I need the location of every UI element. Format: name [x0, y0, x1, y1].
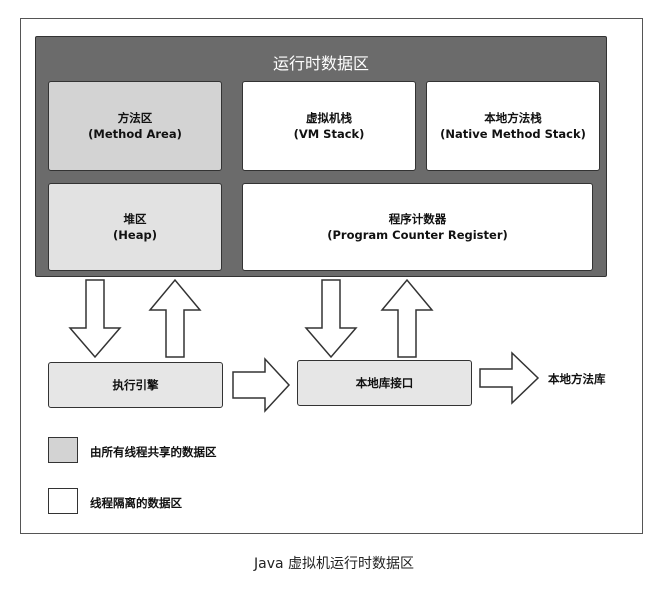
- program-counter-register-box: 程序计数器 (Program Counter Register): [242, 183, 593, 271]
- legend-shared-label: 由所有线程共享的数据区: [90, 445, 217, 459]
- native-library-label: 本地方法库: [548, 372, 606, 386]
- heap-english: (Heap): [113, 228, 157, 242]
- method-area-box: 方法区 (Method Area): [48, 81, 222, 171]
- legend-isolated-swatch: [48, 488, 78, 514]
- program-counter-register-name: 程序计数器: [388, 212, 447, 226]
- method-area-english: (Method Area): [88, 127, 182, 141]
- native-method-stack-english: (Native Method Stack): [440, 127, 586, 141]
- vm-stack-box: 虚拟机栈 (VM Stack): [242, 81, 416, 171]
- legend-shared-swatch: [48, 437, 78, 463]
- program-counter-register-english: (Program Counter Register): [327, 228, 508, 242]
- heap-name: 堆区: [123, 212, 147, 226]
- native-method-stack-box: 本地方法栈 (Native Method Stack): [426, 81, 600, 171]
- method-area-name: 方法区: [117, 111, 153, 125]
- legend-isolated-label: 线程隔离的数据区: [90, 496, 182, 510]
- native-interface-label: 本地库接口: [355, 376, 414, 390]
- native-method-stack-name: 本地方法栈: [484, 111, 542, 125]
- vm-stack-english: (VM Stack): [293, 127, 365, 141]
- figure-caption: Java 虚拟机运行时数据区: [253, 556, 415, 572]
- heap-box: 堆区 (Heap): [48, 183, 222, 271]
- runtime-data-area-title: 运行时数据区: [272, 54, 369, 73]
- execution-engine-box: 执行引擎: [48, 362, 223, 408]
- native-interface-box: 本地库接口: [297, 360, 472, 406]
- execution-engine-label: 执行引擎: [112, 378, 159, 392]
- vm-stack-name: 虚拟机栈: [306, 111, 352, 125]
